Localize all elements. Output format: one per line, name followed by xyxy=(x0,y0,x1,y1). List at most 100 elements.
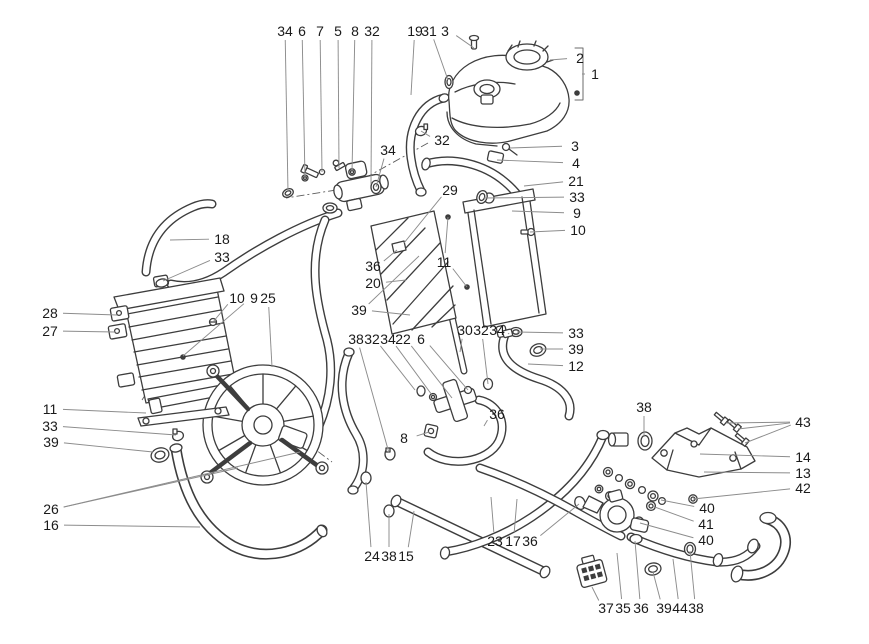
leader-line-39-34 xyxy=(371,310,411,316)
leader-line-5-3 xyxy=(337,39,340,169)
leader-line-14-51 xyxy=(699,453,791,458)
leader-line-8-48 xyxy=(416,431,430,437)
leader-line-16-31 xyxy=(63,524,201,528)
callout-label-33-14: 33 xyxy=(569,189,585,205)
leader-line-32-17 xyxy=(420,130,431,137)
callout-label-31-7: 31 xyxy=(421,23,437,39)
callout-label-30-41: 30 xyxy=(457,322,473,338)
callout-label-27-26: 27 xyxy=(42,323,58,339)
callout-label-7-2: 7 xyxy=(316,23,324,39)
callout-label-8-48: 8 xyxy=(400,430,408,446)
clamp-31 xyxy=(444,74,454,90)
leader-line-3-11 xyxy=(509,145,563,149)
callout-label-36-32: 36 xyxy=(365,258,381,274)
callout-label-42-53: 42 xyxy=(795,480,811,496)
leader-line-11-35 xyxy=(444,216,449,254)
callout-label-38-36: 38 xyxy=(348,331,364,347)
leader-line-36-32 xyxy=(383,249,398,262)
callout-label-12-46: 12 xyxy=(568,358,584,374)
callout-label-25-24: 25 xyxy=(260,290,276,306)
leader-line-41-55 xyxy=(651,505,694,522)
callout-label-39-66: 39 xyxy=(656,600,672,616)
leader-line-27-26 xyxy=(62,330,116,333)
callout-label-34-38: 34 xyxy=(380,331,396,347)
callout-label-36-47: 36 xyxy=(489,406,505,422)
grommet-39-pump xyxy=(644,562,662,576)
leader-line-13-52 xyxy=(703,471,791,474)
callout-label-38-58: 38 xyxy=(381,548,397,564)
callout-label-40-54: 40 xyxy=(699,500,715,516)
leader-line-33-44 xyxy=(516,331,564,334)
nut-8 xyxy=(423,423,439,439)
callout-label-41-55: 41 xyxy=(698,516,714,532)
callout-label-44-67: 44 xyxy=(672,600,688,616)
callout-label-10-16: 10 xyxy=(570,222,586,238)
leader-line-39-29 xyxy=(63,442,154,453)
clip-27 xyxy=(107,323,128,340)
callout-label-38-68: 38 xyxy=(688,600,704,616)
callout-label-33-44: 33 xyxy=(568,325,584,341)
grommet-39-left xyxy=(150,447,170,463)
callout-label-43-50: 43 xyxy=(795,414,811,430)
callout-label-37-63: 37 xyxy=(598,600,614,616)
leader-line-38-36 xyxy=(359,347,390,454)
callout-label-32-37: 32 xyxy=(364,331,380,347)
screw-3-bottom xyxy=(501,142,511,152)
callout-label-34-18: 34 xyxy=(380,142,396,158)
leader-line-43-50 xyxy=(725,421,791,424)
callout-label-6-1: 6 xyxy=(298,23,306,39)
leader-line-33-14 xyxy=(483,196,565,199)
leader-line-33-21 xyxy=(162,259,211,282)
leader-line-11-35 xyxy=(452,268,468,288)
leader-line-43-50 xyxy=(737,422,791,430)
callout-label-26-30: 26 xyxy=(43,501,59,517)
callout-label-10-22: 10 xyxy=(229,290,245,306)
hoses xyxy=(141,93,791,583)
grommet-38 xyxy=(637,431,653,451)
callout-label-22-39: 22 xyxy=(395,331,411,347)
leader-line-26-30 xyxy=(63,451,301,508)
sensor-37 xyxy=(576,554,608,588)
callout-label-35-64: 35 xyxy=(615,600,631,616)
leader-line-34-18 xyxy=(375,158,385,188)
callout-label-13-52: 13 xyxy=(795,465,811,481)
center-grille xyxy=(370,210,470,335)
junction-22-assembly xyxy=(360,377,586,518)
callout-label-23-60: 23 xyxy=(487,533,503,549)
callout-label-39-34: 39 xyxy=(351,302,367,318)
callout-label-40-56: 40 xyxy=(698,532,714,548)
mounting-bracket-13 xyxy=(594,411,756,530)
callout-label-11-27: 11 xyxy=(43,401,58,417)
callout-label-24-57: 24 xyxy=(364,548,380,564)
leader-line-6-40 xyxy=(429,345,469,391)
leader-line-34-38 xyxy=(395,345,433,396)
callout-label-39-45: 39 xyxy=(568,341,584,357)
water-pump-assembly xyxy=(576,489,759,588)
leader-line-32-42 xyxy=(482,338,489,385)
callout-label-4-12: 4 xyxy=(572,155,580,171)
leader-line-33-28 xyxy=(62,426,177,436)
callout-label-5-3: 5 xyxy=(334,23,342,39)
callout-label-19-6: 19 xyxy=(407,23,423,39)
leader-line-34-43 xyxy=(507,332,510,335)
leader-line-28-25 xyxy=(62,312,118,316)
callout-label-9-23: 9 xyxy=(250,290,258,306)
bolt-long xyxy=(300,163,319,179)
leader-line-18-20 xyxy=(169,238,210,241)
leader-line-19-6 xyxy=(410,39,415,96)
callout-label-14-51: 14 xyxy=(795,449,811,465)
leader-line-7-2 xyxy=(319,39,323,173)
dot-9-left xyxy=(180,354,186,360)
leader-line-40-54 xyxy=(660,499,695,507)
expansion-tank xyxy=(444,34,584,164)
clip-28 xyxy=(109,305,130,322)
callout-label-33-28: 33 xyxy=(42,418,58,434)
leader-line-22-39 xyxy=(410,345,453,399)
leader-line-36-47 xyxy=(483,419,488,427)
leader-line-17-61 xyxy=(513,498,518,533)
leader-line-40-56 xyxy=(639,522,694,539)
leader-line-34-0 xyxy=(284,39,289,193)
grommet-39-right xyxy=(529,343,547,357)
